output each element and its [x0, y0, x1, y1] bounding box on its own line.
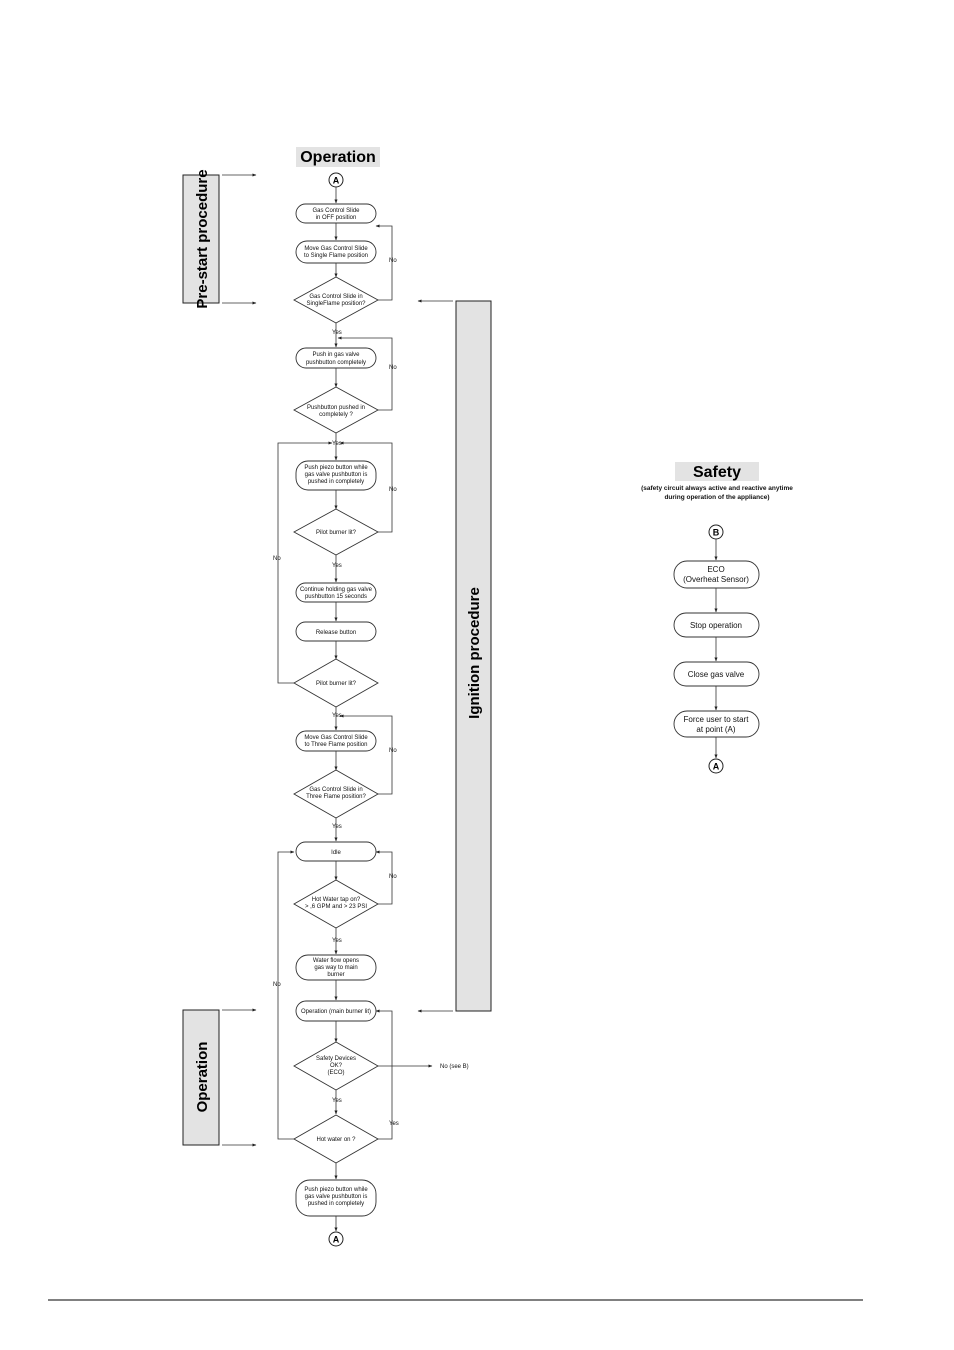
step-end-piezo-l2: gas valve pushbutton is	[305, 1194, 368, 1200]
decision-pilot-lit-2-label: Pilot burner lit?	[316, 681, 357, 687]
yes-label-4: Yes	[332, 713, 342, 719]
step-move-single-l1: Move Gas Control Slide	[304, 246, 368, 252]
ignition-label: Ignition procedure	[466, 587, 483, 719]
no-label-7: No	[273, 982, 281, 988]
safety-step-stop-label: Stop operation	[690, 621, 742, 630]
step-hold-l2: pushbutton 15 seconds	[305, 594, 367, 600]
step-end-piezo-l3: pushed in completely	[308, 1201, 364, 1207]
step-release-label: Release button	[316, 630, 356, 636]
connector-a-bottom	[328, 1231, 344, 1247]
safety-step-eco-l2: (Overheat Sensor)	[683, 575, 749, 584]
safety-subtitle-l1: (safety circuit always active and reacti…	[641, 485, 793, 492]
step-water-flow-l1: Water flow opens	[313, 958, 359, 964]
step-move-three-l2: to Three Flame position	[305, 742, 368, 748]
yes-label-7: Yes	[332, 1098, 342, 1104]
decision-check-single-l1: Gas Control Slide in	[309, 294, 362, 300]
decision-safety-ok-l2: OK?	[330, 1063, 343, 1069]
safety-step-eco-l1: ECO	[707, 565, 724, 574]
ignition-band: Ignition procedure	[417, 299, 492, 1013]
step-piezo-l2: gas valve pushbutton is	[305, 472, 368, 478]
connector-a-safety-label: A	[713, 762, 720, 772]
no-label-4: No	[273, 556, 281, 562]
step-end-piezo-l1: Push piezo button while	[304, 1187, 368, 1193]
safety-step-force-l2: at point (A)	[696, 725, 735, 734]
safety-step-close	[673, 661, 760, 687]
decision-hot-tap-l1: Hot Water tap on?	[312, 897, 361, 903]
step-move-single-l2: to Single Flame position	[304, 253, 368, 259]
yes-label-1: Yes	[332, 330, 342, 336]
step-move-three-l1: Move Gas Control Slide	[304, 735, 368, 741]
safety-step-force-l1: Force user to start	[684, 715, 750, 724]
operation-title-bg	[296, 147, 380, 167]
safety-subtitle-l2: during operation of the appliance)	[664, 494, 769, 501]
no-see-b-label: No (see B)	[440, 1064, 469, 1070]
decision-check-three-l1: Gas Control Slide in	[309, 787, 362, 793]
operation-band-label: Operation	[194, 1042, 211, 1113]
connector-a-safety	[708, 758, 724, 774]
step-hold-l1: Continue holding gas valve	[300, 587, 373, 593]
safety-title-bg	[675, 462, 759, 481]
no-label-3: No	[389, 487, 397, 493]
decision-pilot-lit-1-label: Pilot burner lit?	[316, 530, 357, 536]
no-label-5: No	[389, 748, 397, 754]
decision-check-three-l2: Three Flame position?	[306, 794, 366, 800]
decision-safety-ok-l1: Safety Devices	[316, 1056, 356, 1062]
no-label-1: No	[389, 258, 397, 264]
yes-label-2: Yes	[332, 441, 342, 447]
step-operation-main-label: Operation (main burner lit)	[301, 1009, 371, 1015]
pre-start-label: Pre-start procedure	[194, 169, 211, 308]
yes-label-5: Yes	[332, 824, 342, 830]
step-idle-label: Idle	[331, 850, 341, 856]
step-gas-off-l2: in OFF position	[316, 215, 357, 221]
step-piezo-l1: Push piezo button while	[304, 465, 368, 471]
safety-title: Safety	[693, 464, 741, 481]
step-push-valve-l2: pushbutton completely	[306, 360, 366, 366]
operation-band: Operation	[182, 1008, 257, 1147]
decision-check-single	[293, 276, 379, 324]
connector-a-bottom-label: A	[333, 1235, 340, 1245]
safety-step-stop	[673, 612, 760, 638]
decision-hot-tap-l2: > ,6 GPM and > 23 PSI	[305, 904, 367, 910]
no-label-2: No	[389, 365, 397, 371]
step-move-three	[295, 730, 377, 752]
decision-check-pushed-l2: completely ?	[319, 412, 353, 418]
yes-label-8: Yes	[389, 1121, 399, 1127]
operation-title: Operation	[300, 149, 376, 166]
step-piezo-l3: pushed in completely	[308, 479, 364, 485]
safety-step-close-label: Close gas valve	[688, 670, 745, 679]
yes-label-6: Yes	[332, 938, 342, 944]
decision-check-pushed-l1: Pushbutton pushed in	[307, 405, 365, 411]
decision-check-single-l2: SingleFlame position?	[306, 301, 366, 307]
step-water-flow-l3: burner	[327, 972, 344, 978]
yes-label-3: Yes	[332, 563, 342, 569]
connector-a-top-label: A	[333, 176, 340, 186]
decision-safety-ok-l3: (ECO)	[328, 1070, 345, 1076]
safety-step-force	[673, 710, 760, 738]
decision-hot-on-label: Hot water on ?	[316, 1137, 356, 1143]
step-gas-off-l1: Gas Control Slide	[312, 208, 360, 214]
step-water-flow-l2: gas way to main	[314, 965, 357, 971]
step-push-valve-l1: Push in gas valve	[312, 352, 360, 358]
step-move-single	[295, 240, 377, 264]
pre-start-band: Pre-start procedure	[182, 169, 257, 309]
connector-b-label: B	[713, 528, 720, 538]
safety-step-eco	[673, 560, 760, 589]
no-label-6: No	[389, 874, 397, 880]
